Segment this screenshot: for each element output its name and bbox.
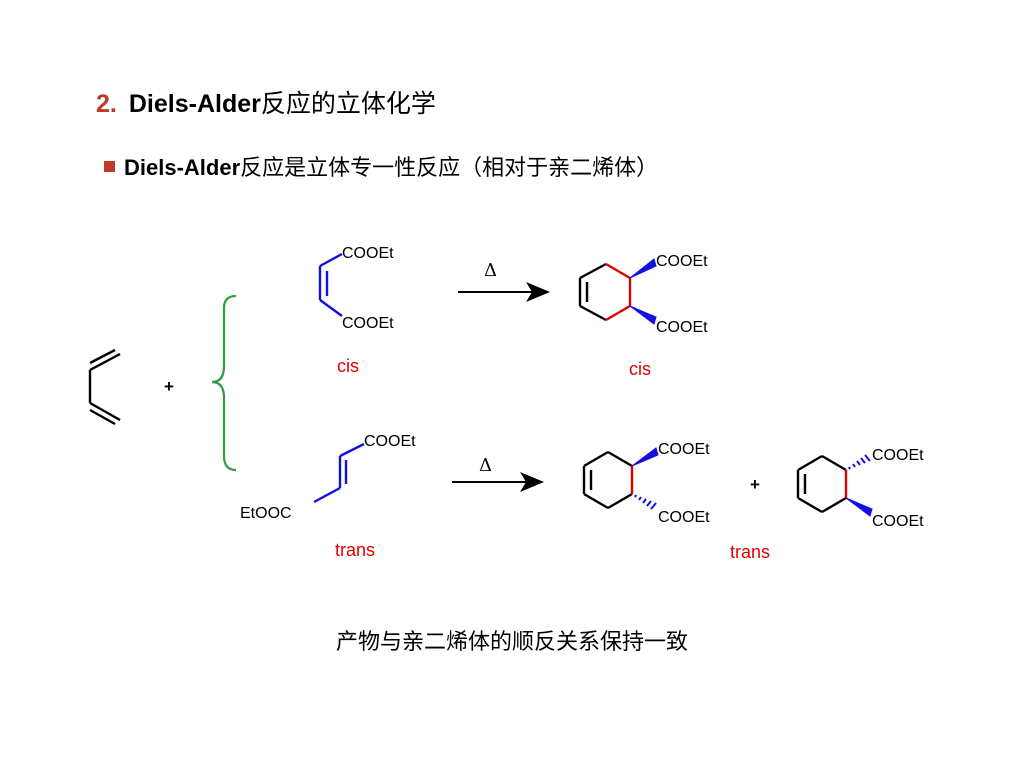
cis-dienophile-bottom-group: COOEt: [342, 315, 394, 332]
heat-symbol-cis: Δ: [484, 260, 497, 281]
cis-product-structure: [578, 258, 657, 325]
trans-dienophile-top-group: COOEt: [364, 433, 416, 450]
trans-product-a-bottom-group: COOEt: [658, 509, 710, 526]
plus-sign-products: +: [750, 475, 760, 494]
trans-dienophile-structure: [313, 442, 365, 504]
trans-dienophile-label: trans: [335, 540, 375, 560]
trans-dienophile-bottom-group: EtOOC: [240, 505, 292, 522]
cis-product-bottom-group: COOEt: [656, 319, 708, 336]
bullet-latin: Diels-Alder: [124, 155, 241, 180]
trans-product-b-bottom-group: COOEt: [872, 513, 924, 530]
trans-product-a-top-group: COOEt: [658, 441, 710, 458]
slide-title: 2. Diels-Alder反应的立体化学: [96, 84, 436, 120]
title-latin: Diels-Alder: [128, 90, 261, 118]
trans-products-label: trans: [730, 542, 770, 562]
bullet-square-icon: [104, 161, 115, 172]
brace-icon: [211, 294, 237, 472]
title-chinese: 反应的立体化学: [260, 89, 436, 118]
bullet-point: Diels-Alder反应是立体专一性反应（相对于亲二烯体）: [104, 150, 658, 182]
cis-dienophile-label: cis: [337, 356, 359, 376]
conclusion-text: 产物与亲二烯体的顺反关系保持一致: [335, 630, 688, 655]
bullet-chinese: 反应是立体专一性反应（相对于亲二烯体）: [240, 156, 659, 181]
heat-symbol-trans: Δ: [479, 455, 492, 476]
trans-product-b-structure: [796, 454, 873, 517]
plus-sign-reactants: +: [164, 377, 174, 396]
section-number: 2.: [96, 90, 117, 118]
butadiene-structure: [88, 348, 121, 426]
trans-product-a-structure: [582, 447, 659, 510]
cis-dienophile-top-group: COOEt: [342, 245, 394, 262]
cis-product-label: cis: [629, 359, 651, 379]
trans-product-b-top-group: COOEt: [872, 447, 924, 464]
cis-product-top-group: COOEt: [656, 253, 708, 270]
cis-dienophile-structure: [318, 252, 343, 317]
